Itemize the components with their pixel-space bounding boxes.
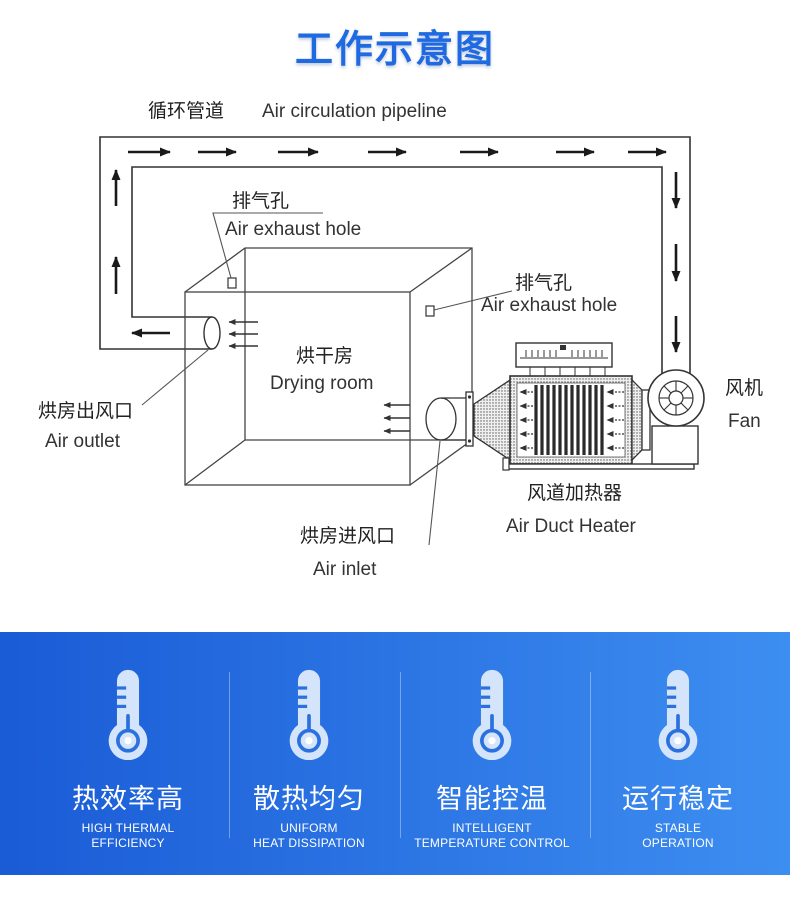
feature-title: 运行稳定 [622,784,734,815]
air-inlet [425,397,467,441]
exhaust-hole-side [425,305,435,317]
fan [647,369,705,465]
feature-title: 热效率高 [72,784,184,815]
pipeline-label-en: Air circulation pipeline [262,101,447,122]
drying-room-label-zh: 烘干房 [296,345,353,367]
exhaust-hole-top-label-en: Air exhaust hole [225,219,361,240]
divider [229,672,230,838]
fan-hub [668,390,684,406]
feature-subtitle: UNIFORM [280,821,338,835]
feature-title: 智能控温 [436,784,548,815]
circulation-pipeline [99,136,691,374]
page-title: 工作示意图 [294,27,495,71]
feature-banner: 热效率高 HIGH THERMAL EFFICIENCY 散热均匀 UNIFOR… [0,632,790,875]
heater-label-zh: 风道加热器 [527,482,622,504]
working-principle-diagram: 循环管道 Air circulation pipeline 排气孔 Air ex… [38,100,763,580]
feature-stable-operation: 运行稳定 STABLE OPERATION [588,632,768,875]
air-outlet-label-zh: 烘房出风口 [38,400,133,422]
pipeline-inner-wall [131,166,663,374]
thermometer-icon [469,668,515,760]
heater-flange [465,391,474,447]
heater-airflow-arrows [519,389,624,451]
pipeline-outer-wall [99,136,691,374]
air-outlet-opening [203,316,221,350]
exhaust-hole-side-label-zh: 排气孔 [515,272,572,294]
feature-subtitle: TEMPERATURE CONTROL [414,836,570,850]
fan-base [651,425,699,465]
fan-inlet-collar [641,389,651,451]
outlet-airflow-arrows [228,319,258,349]
exhaust-hole-top-label-zh: 排气孔 [232,190,289,212]
air-inlet-label-zh: 烘房进风口 [300,525,395,547]
drying-room-box [184,247,473,486]
heater-label-en: Air Duct Heater [506,516,637,537]
fan-label-en: Fan [728,411,761,432]
air-inlet-label-en: Air inlet [313,559,377,580]
feature-subtitle: HEAT DISSIPATION [253,836,365,850]
divider [400,672,401,838]
inlet-airflow-arrows [383,402,410,434]
heater-inlet-cone [473,378,511,462]
feature-subtitle: INTELLIGENT [452,821,532,835]
leader-air-inlet [428,440,441,546]
exhaust-hole-top [227,277,237,289]
feature-subtitle: OPERATION [642,836,714,850]
divider [590,672,591,838]
thermometer-icon [286,668,332,760]
thermometer-icon [655,668,701,760]
feature-subtitle: EFFICIENCY [91,836,165,850]
feature-intelligent-temperature-control: 智能控温 INTELLIGENT TEMPERATURE CONTROL [402,632,582,875]
air-outlet-label-en: Air outlet [45,431,121,452]
drying-room-label-en: Drying room [270,373,373,394]
exhaust-hole-side-label-en: Air exhaust hole [481,295,617,316]
feature-subtitle: HIGH THERMAL [81,821,175,835]
leader-lines [141,212,513,546]
heating-tubes [534,385,604,455]
leader-exhaust-top [212,212,323,279]
pipeline-airflow-arrows [111,147,681,353]
equipment-base [505,463,695,470]
fan-label-zh: 风机 [725,377,763,399]
pipeline-label-zh: 循环管道 [148,100,224,122]
leader-air-outlet [141,349,209,406]
thermometer-icon [105,668,151,760]
feature-uniform-heat-dissipation: 散热均匀 UNIFORM HEAT DISSIPATION [219,632,399,875]
heater-outlet-cone [631,378,643,462]
feature-subtitle: STABLE [654,821,702,835]
air-duct-heater [465,342,695,471]
leader-exhaust-side [433,290,513,311]
feature-title: 散热均匀 [253,784,365,815]
feature-high-thermal-efficiency: 热效率高 HIGH THERMAL EFFICIENCY [38,632,218,875]
